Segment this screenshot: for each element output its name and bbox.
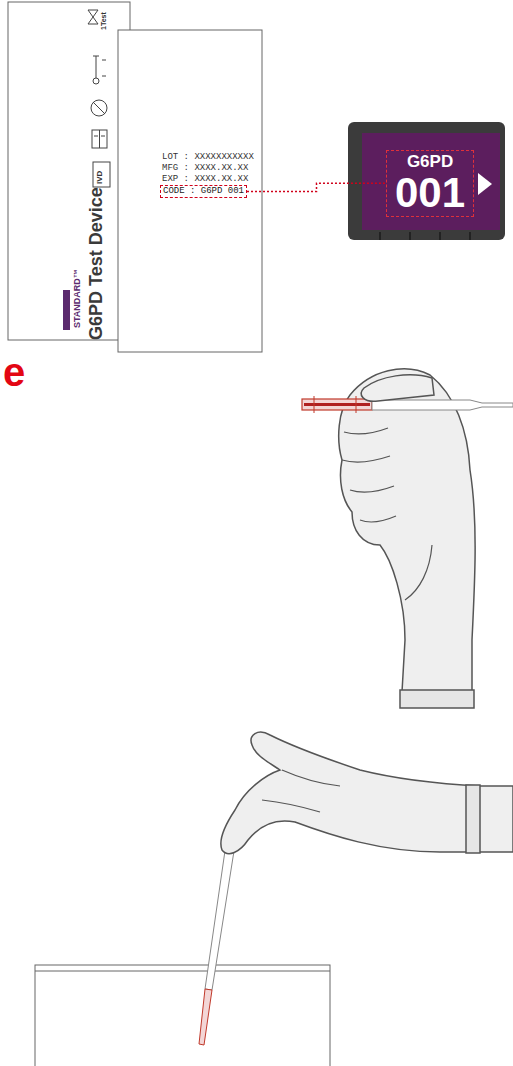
brand-name: STANDARD™: [73, 269, 83, 328]
chip-label: [362, 133, 500, 230]
test-count: 1Test: [100, 12, 108, 30]
product-name: G6PD Test Device: [87, 187, 107, 340]
back-pouch: [8, 2, 130, 340]
dotted-leader: [247, 183, 386, 191]
glove-cuff: [400, 690, 474, 708]
hourglass-symbol: [88, 10, 98, 24]
finger-lines-2: [262, 770, 340, 812]
front-pouch: [118, 30, 262, 352]
symbol-icons: [88, 10, 110, 187]
capillary-tube: [302, 399, 372, 410]
tube-marks: [314, 396, 356, 413]
node-text: CODE : G6PD 001: [163, 186, 244, 197]
ivd-box: [93, 162, 110, 187]
gloved-hand: [339, 369, 475, 692]
thermometer-symbol: [93, 56, 106, 78]
finger-lines: [342, 428, 432, 600]
exp-line: EXP : XXXX.XX.XX: [162, 175, 248, 185]
glove-cuff-2: [466, 785, 480, 853]
chip-ridges: [380, 232, 470, 240]
mfg-line: MFG : XXXX.XX.XX: [162, 164, 248, 174]
gloved-hand-2: [221, 732, 513, 853]
code-chip-label: G6PD001: [386, 150, 474, 217]
pouch-open: [35, 965, 330, 1066]
thumb: [361, 375, 434, 402]
no-reuse-slash: [93, 102, 105, 114]
capillary-tube-2: [199, 989, 212, 1045]
thermometer-bulb: [93, 78, 99, 84]
pouch-seal: [35, 971, 330, 972]
ivd-mark: IVD: [96, 171, 105, 184]
step-heading: e: [3, 350, 25, 394]
manual-symbol: [92, 130, 107, 148]
brand-bar: [63, 290, 70, 330]
lot-line: LOT : XXXXXXXXXXX: [162, 153, 254, 163]
node-text: G6PD: [395, 153, 465, 172]
node-text: 001: [395, 172, 465, 214]
insert-arrow: [478, 173, 492, 195]
pipette-stem: [372, 400, 513, 410]
no-reuse-symbol: [91, 100, 107, 116]
manual-lines: [94, 130, 105, 148]
code-chip-body: [348, 122, 505, 240]
code-callout: CODE : G6PD 001: [160, 185, 247, 198]
